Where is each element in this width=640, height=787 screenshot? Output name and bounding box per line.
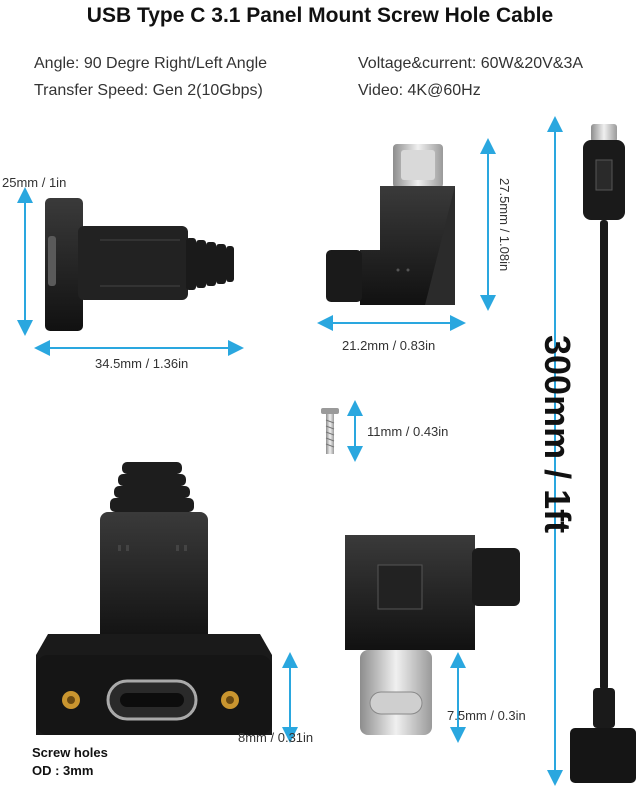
dim-plug-length: 7.5mm / 0.3in	[447, 708, 526, 723]
spec-video: Video: 4K@60Hz	[358, 82, 481, 99]
dimension-arrows	[17, 116, 563, 786]
spec-voltage: Voltage&current: 60W&20V&3A	[358, 55, 584, 72]
dim-port-thickness: 8mm / 0.31in	[238, 730, 314, 745]
dim-cable-length: 300mm / 1ft	[537, 335, 578, 534]
angled-adapter-image	[345, 535, 520, 735]
panel-mount-female-image	[45, 198, 234, 331]
cable-image	[570, 124, 636, 783]
right-angle-adapter-image	[326, 144, 455, 305]
dim-screw-length: 11mm / 0.43in	[367, 424, 449, 439]
spec-angle: Angle: 90 Degre Right/Left Angle	[34, 55, 268, 72]
spec-speed: Transfer Speed: Gen 2(10Gbps)	[34, 82, 263, 99]
panel-mount-large-image	[36, 462, 272, 735]
dim-height-angle: 27.5mm / 1.08in	[497, 178, 512, 272]
dim-width-angle: 21.2mm / 0.83in	[342, 338, 436, 353]
dim-height-panel: 25mm / 1in	[2, 175, 67, 190]
screw-holes-note: Screw holes	[32, 745, 108, 760]
dim-width-panel: 34.5mm / 1.36in	[95, 356, 189, 371]
page-title: USB Type C 3.1 Panel Mount Screw Hole Ca…	[86, 4, 554, 27]
screw-od-note: OD : 3mm	[32, 763, 94, 778]
screw-image	[321, 408, 339, 454]
